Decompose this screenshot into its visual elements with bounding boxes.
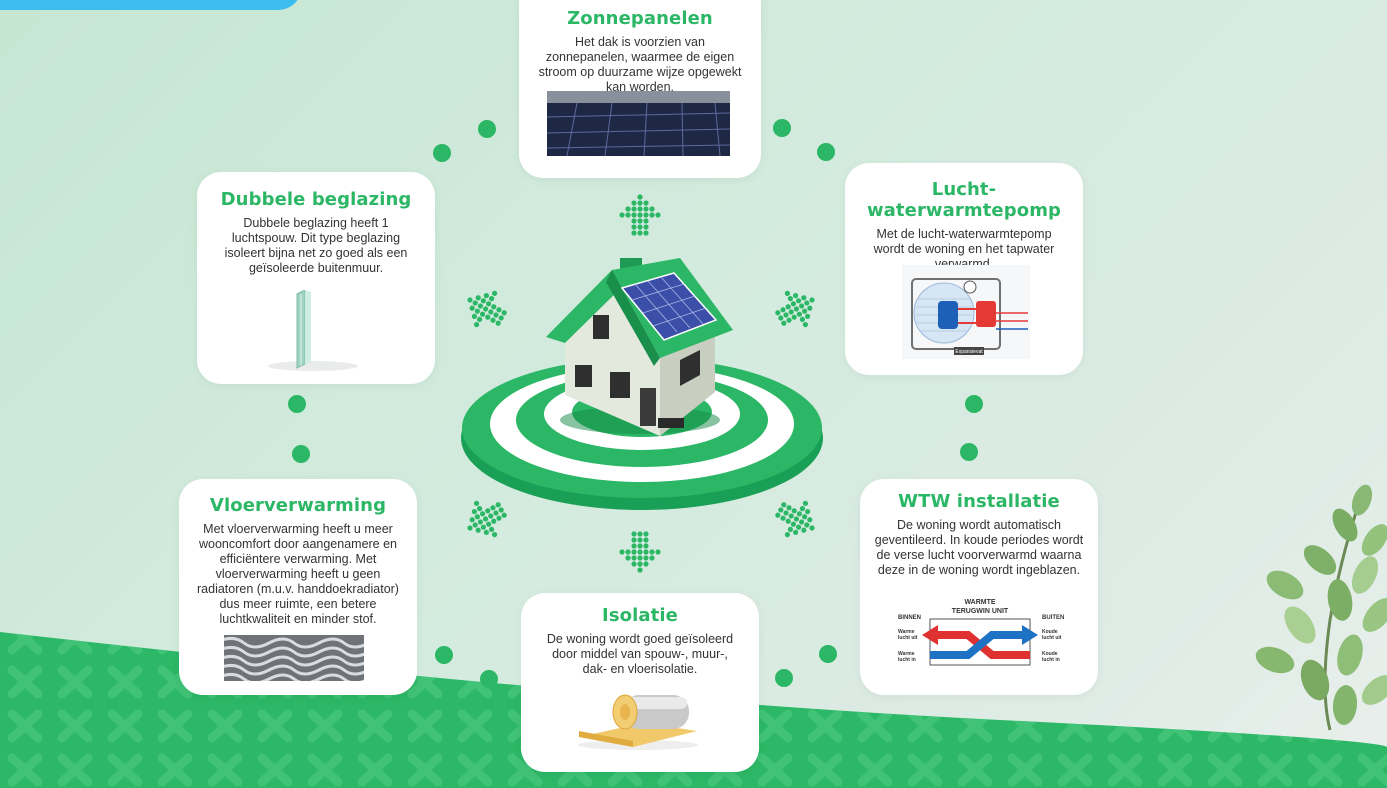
card-title: WTW installatie [898,491,1060,512]
arrow-icon-upright [768,280,825,338]
wtw-diagram-title-2: TERUGWIN UNIT [952,608,1009,615]
diagram-label: Expansievat [955,349,983,355]
card-zonnepanelen: Zonnepanelen Het dak is voorzien van zon… [519,0,761,178]
card-text: Dubbele beglazing heeft 1 luchtspouw. Di… [224,216,408,275]
card-title: Zonnepanelen [567,8,713,29]
wtw-warme-uit-1: Warme [898,629,915,635]
arrow-icon-downright [768,490,825,548]
card-dubbele-beglazing: Dubbele beglazing Dubbele beglazing heef… [197,172,435,384]
insulation-roll-icon [573,685,703,751]
arrow-icon-down [619,531,661,573]
floor-heating-icon [218,635,370,685]
card-title: Lucht-waterwarmtepomp [866,179,1062,221]
wtw-koude-uit-2: lucht uit [1042,635,1062,641]
card-text: Het dak is voorzien van zonnepanelen, wa… [538,35,742,94]
arrow-icon-upleft [457,280,514,338]
wtw-diagram-title-1: WARMTE [964,599,995,606]
wtw-koude-uit-1: Koude [1042,629,1058,635]
plant-icon [1255,484,1387,731]
glass-pane-icon [263,289,363,372]
heat-pump-icon: Expansievat [902,265,1030,359]
house-icon [546,258,733,436]
card-text: Met de lucht-waterwarmtepomp wordt de wo… [873,227,1055,271]
wtw-buiten: BUITEN [1042,615,1064,621]
card-title: Dubbele beglazing [220,189,412,210]
card-isolatie: Isolatie De woning wordt goed geïsoleerd… [521,593,759,772]
card-title: Vloerverwarming [209,495,387,516]
wtw-warme-in-2: lucht in [898,657,916,663]
card-text: De woning wordt goed geïsoleerd door mid… [546,632,734,676]
card-vloerverwarming: Vloerverwarming Met vloerverwarming heef… [179,479,417,695]
solar-panel-icon [546,91,731,157]
wtw-koude-in-2: lucht in [1042,657,1060,663]
arrow-icon-downleft [457,490,514,548]
card-warmtepomp: Lucht-waterwarmtepomp Met de lucht-water… [845,163,1083,375]
wtw-diagram: WARMTE TERUGWIN UNIT BINNEN BUITEN Warme… [892,595,1068,671]
wtw-binnen: BINNEN [898,615,921,621]
header-tab [0,0,302,10]
card-title: Isolatie [602,605,678,626]
card-wtw: WTW installatie De woning wordt automati… [860,479,1098,695]
arrow-icon-up [619,194,661,236]
wtw-warme-uit-2: lucht uit [898,635,918,641]
wtw-koude-in-1: Koude [1042,651,1058,657]
wtw-warme-in-1: Warme [898,651,915,657]
card-text: De woning wordt automatisch geventileerd… [874,518,1084,577]
card-text: Met vloerverwarming heeft u meer wooncom… [197,522,399,626]
